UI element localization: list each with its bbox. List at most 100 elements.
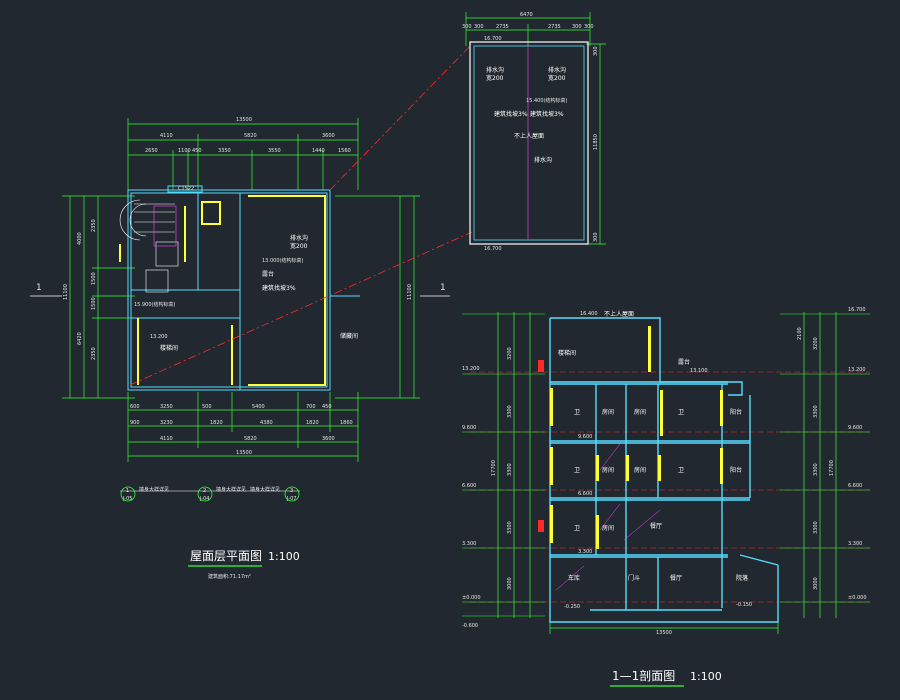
plan-elev-13200: 13.200 <box>150 334 168 340</box>
section-scale: 1:100 <box>690 670 722 683</box>
plan-drain-label: 排水沟 <box>290 234 308 242</box>
section-right-elev-2: 13.200 <box>848 367 866 373</box>
section-room-bed-2a: 房间 <box>602 466 614 474</box>
section-left-elev-4: 3.300 <box>462 541 476 547</box>
callout-2-ref: J-04 <box>199 496 209 502</box>
roof-dim-5: 300 <box>572 24 582 30</box>
roof-outline <box>469 41 589 245</box>
section-1-1: 楼梯间 露台 卫 房间 房间 卫 阳台 卫 房间 房间 卫 阳台 卫 房间 餐厅… <box>462 307 870 687</box>
roof-total-width: 6470 <box>520 12 533 18</box>
plan-top-dimension-lines <box>127 118 359 190</box>
roof-drain-1-width: 宽200 <box>486 74 504 82</box>
section-right-elev-1: 16.700 <box>848 307 866 313</box>
plan-bottom-detail-6: 450 <box>322 404 332 410</box>
callout-1-ref: J-05 <box>122 496 132 502</box>
section-inner-elev-5: 3.300 <box>578 549 592 555</box>
section-dim-lines <box>497 312 837 634</box>
plan-struct-elev: 13.000(结构标高) <box>262 257 303 264</box>
plan-bottom-detail2-2: 3230 <box>160 420 173 426</box>
callout-3-num: 3 <box>290 488 293 494</box>
section-left-h-3: 3300 <box>507 463 513 476</box>
plan-top-detail-4: 3350 <box>218 148 231 154</box>
plan-right-total-dim: 11100 <box>407 284 413 300</box>
section-left-total: 17700 <box>491 460 497 476</box>
plan-left-dim-5: 1500 <box>91 297 97 310</box>
plan-bottom-dim-3: 3600 <box>322 436 335 442</box>
section-left-elev-3: 6.600 <box>462 483 476 489</box>
plan-left-dim-3: 2350 <box>91 219 97 232</box>
callout-2-circle <box>197 486 213 502</box>
roof-dim-3: 2735 <box>496 24 509 30</box>
section-inner-elev-4: 6.600 <box>578 491 592 497</box>
section-inner-elev-2: 13.100 <box>690 368 708 374</box>
section-bottom-dim: 13500 <box>656 630 672 636</box>
roof-right-dim-2: 11850 <box>593 134 599 150</box>
plan-room-stair: 楼梯间 <box>160 344 178 352</box>
roof-detail-dim-lines <box>465 12 606 245</box>
plan-window-tag: C1522 <box>178 186 194 192</box>
roof-drain-3: 排水沟 <box>534 156 552 164</box>
plan-room-slope: 建筑找坡3% <box>262 284 296 292</box>
section-room-wc-1: 卫 <box>574 525 580 532</box>
callout-2-text: 墙身大样详见 <box>216 486 246 493</box>
plan-left-total-dim: 11100 <box>63 284 69 300</box>
plan-yellow-walls <box>119 195 326 386</box>
plan-bottom-detail-2: 3250 <box>160 404 173 410</box>
section-room-bed-3b: 房间 <box>634 408 646 416</box>
section-room-bed-3a: 房间 <box>602 408 614 416</box>
plan-scale: 1:100 <box>268 550 300 563</box>
plan-left-dim-1: 4000 <box>77 232 83 245</box>
section-room-wc-2a: 卫 <box>574 467 580 474</box>
plan-bottom-detail2-3: 1820 <box>210 420 223 426</box>
section-room-wc-3a: 卫 <box>574 409 580 416</box>
plan-elev-15900: 15.900(结构标高) <box>134 301 175 308</box>
section-left-h-4: 3300 <box>507 521 513 534</box>
section-stair-marks <box>538 360 544 532</box>
section-title: 1—1剖面图 <box>612 669 675 683</box>
plan-room-terrace: 露台 <box>262 270 274 278</box>
callout-1-circle <box>120 486 136 502</box>
roof-struct-elev: 15.400(结构标高) <box>526 97 567 104</box>
callout-2-num: 2 <box>203 488 206 494</box>
plan-section-num-left: 1 <box>36 283 42 293</box>
plan-section-num-right: 1 <box>440 283 446 293</box>
roof-drain-2-width: 宽200 <box>548 74 566 82</box>
plan-left-dim-6: 2350 <box>91 347 97 360</box>
plan-bottom-dim-2: 5820 <box>244 436 257 442</box>
section-cut-lines <box>129 43 473 386</box>
plan-bottom-detail-4: 5400 <box>252 404 265 410</box>
roof-plan: 13500 4110 5820 3600 2650 1100 450 3350 … <box>30 117 450 580</box>
section-inner-elev-7: -0.150 <box>736 602 752 608</box>
section-room-wc-2b: 卫 <box>678 467 684 474</box>
section-right-h-1: 3200 <box>813 337 819 350</box>
plan-bottom-total-dim: 13500 <box>236 450 252 456</box>
callout-3-circle <box>284 486 300 502</box>
plan-bottom-detail2-5: 1820 <box>306 420 319 426</box>
section-room-terrace: 露台 <box>678 358 690 366</box>
section-room-yard: 院落 <box>736 574 748 582</box>
plan-callouts: 1 J-05 墙身大样详见 2 J-04 墙身大样详见 3 J-07 墙身大样详… <box>120 486 300 502</box>
section-right-h-0: 2100 <box>797 327 803 340</box>
plan-bottom-dim-1: 4110 <box>160 436 173 442</box>
section-room-balcony-2: 阳台 <box>730 466 742 474</box>
section-window-marks <box>550 326 723 549</box>
plan-bottom-detail2-1: 900 <box>130 420 140 426</box>
section-left-h-2: 3300 <box>507 405 513 418</box>
callout-1-num: 1 <box>126 488 129 494</box>
roof-right-dim-1: 300 <box>593 46 599 56</box>
plan-top-detail-1: 2650 <box>145 148 158 154</box>
section-right-elev-5: 3.300 <box>848 541 862 547</box>
section-left-elev-1: 13.200 <box>462 366 480 372</box>
roof-right-dim-3: 300 <box>593 232 599 242</box>
plan-walls <box>127 185 360 391</box>
section-right-h-5: 3000 <box>813 577 819 590</box>
roof-drain-1: 排水沟 <box>486 66 504 74</box>
section-room-balcony-3: 阳台 <box>730 408 742 416</box>
section-level-ticks <box>462 313 870 617</box>
roof-dim-1: 300 <box>462 24 472 30</box>
roof-dim-4: 2735 <box>548 24 561 30</box>
plan-top-dim-3: 3600 <box>322 133 335 139</box>
section-room-bed-1: 房间 <box>602 524 614 532</box>
